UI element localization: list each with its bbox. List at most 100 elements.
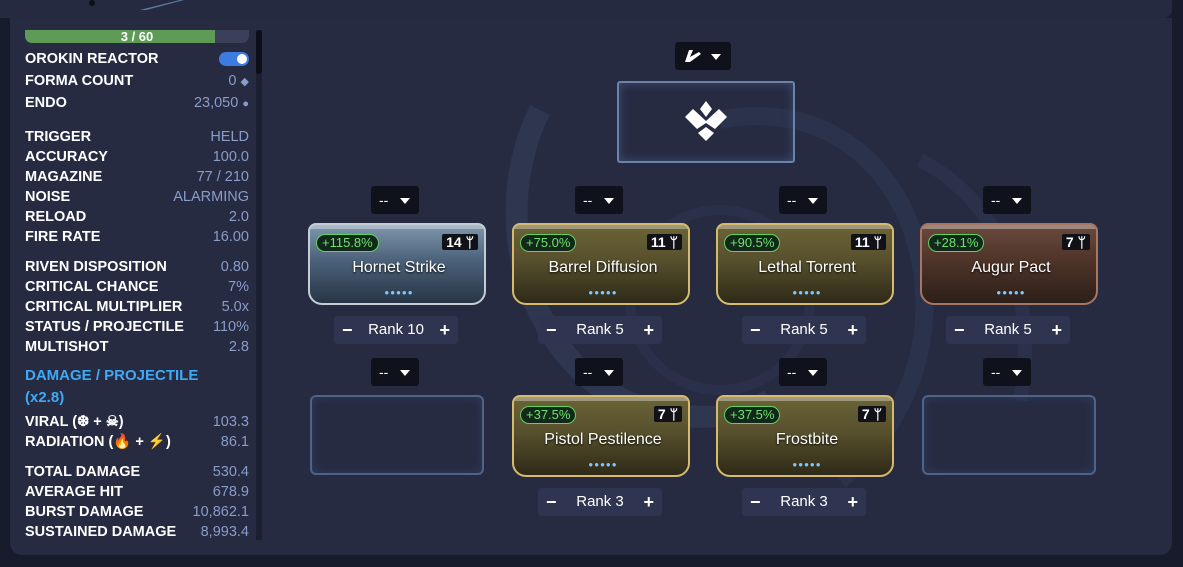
orokin-reactor-row: OROKIN REACTOR [25, 49, 249, 69]
rank-decrease-button[interactable]: − [546, 492, 557, 512]
card-highlight [922, 225, 1096, 229]
weapon-stat-label: FIRE RATE [25, 229, 101, 245]
polarity-icon: ᛘ [669, 234, 678, 250]
scrollbar-thumb[interactable] [256, 30, 262, 74]
polarity-icon: ᛘ [465, 234, 474, 250]
weapon-stat-label: RELOAD [25, 209, 87, 225]
card-highlight [718, 225, 892, 229]
rank-increase-button[interactable]: + [847, 320, 858, 340]
chevron-down-icon [808, 370, 818, 376]
summary-stat-label: BURST DAMAGE [25, 504, 144, 520]
riven-stat-label: MULTISHOT [25, 339, 109, 355]
rank-dots: ●●●●● [588, 288, 618, 297]
chevron-down-icon [808, 198, 818, 204]
polarity-icon: ᛘ [873, 406, 882, 422]
aura-slot[interactable] [617, 81, 795, 163]
summary-stat-value: 10,862.1 [192, 504, 249, 520]
polarity-dropdown[interactable]: -- [779, 186, 827, 214]
rank-decrease-button[interactable]: − [546, 320, 557, 340]
rank-dots: ●●●●● [792, 460, 822, 469]
rank-increase-button[interactable]: + [643, 492, 654, 512]
rank-control: Rank 5 − + [538, 316, 662, 344]
orokin-reactor-toggle[interactable] [219, 52, 249, 66]
rank-control: Rank 3 − + [742, 488, 866, 516]
polarity-value: -- [583, 364, 593, 380]
rank-dots: ●●●●● [996, 288, 1026, 297]
rank-label: Rank 3 [576, 493, 624, 510]
aura-icon [685, 101, 727, 141]
mod-name: Frostbite [775, 431, 839, 448]
summary-stat-label: AVERAGE HIT [25, 484, 124, 500]
mod-name: Barrel Diffusion [548, 259, 658, 276]
riven-stat-value: 5.0x [221, 299, 249, 315]
chevron-down-icon [400, 370, 410, 376]
riven-stat-value: 7% [228, 279, 249, 295]
polarity-dropdown[interactable]: -- [575, 186, 623, 214]
chevron-down-icon [400, 198, 410, 204]
forma-icon: ◆ [240, 76, 249, 88]
rank-label: Rank 10 [368, 321, 424, 338]
weapon-stat-value: 100.0 [212, 149, 249, 165]
rank-decrease-button[interactable]: − [750, 492, 761, 512]
rank-decrease-button[interactable]: − [954, 320, 965, 340]
rank-increase-button[interactable]: + [1051, 320, 1062, 340]
polarity-dropdown[interactable]: -- [575, 358, 623, 386]
mod-bonus-badge: +37.5% [724, 406, 781, 424]
weapon-stat-value: ALARMING [173, 189, 249, 205]
toggle-knob [237, 54, 247, 64]
rank-increase-button[interactable]: + [439, 320, 450, 340]
polarity-icon [685, 50, 701, 62]
mod-drain: 14 ᛘ [442, 234, 478, 250]
mod-bonus-badge: +115.8% [316, 234, 379, 252]
polarity-value: -- [787, 192, 797, 208]
mod-drain: 11 ᛘ [850, 234, 886, 250]
empty-mod-slot[interactable] [922, 395, 1096, 475]
rank-decrease-button[interactable]: − [342, 320, 353, 340]
endo-value: 23,050 ● [193, 95, 249, 111]
top-bar [0, 0, 1172, 18]
stats-scrollbar[interactable] [256, 30, 262, 540]
polarity-value: -- [991, 192, 1001, 208]
capacity-fill [25, 30, 215, 43]
mod-drain: 7 ᛘ [653, 406, 682, 422]
polarity-dropdown[interactable]: -- [983, 358, 1031, 386]
mod-bonus-badge: +28.1% [928, 234, 985, 252]
riven-stat-value: 110% [212, 319, 249, 335]
empty-mod-slot[interactable] [310, 395, 484, 475]
card-highlight [514, 397, 688, 401]
rank-label: Rank 3 [780, 493, 828, 510]
radiation-label: RADIATION (🔥 + ⚡) [25, 434, 171, 450]
summary-stat-label: SUSTAINED DAMAGE [25, 524, 177, 540]
polarity-dropdown[interactable]: -- [371, 358, 419, 386]
weapon-stat-value: 77 / 210 [196, 169, 249, 185]
mod-drain: 11 ᛘ [646, 234, 682, 250]
rank-increase-button[interactable]: + [643, 320, 654, 340]
riven-stat-label: CRITICAL CHANCE [25, 279, 159, 295]
polarity-dropdown[interactable]: -- [371, 186, 419, 214]
polarity-dropdown[interactable]: -- [983, 186, 1031, 214]
polarity-dropdown[interactable]: -- [779, 358, 827, 386]
polarity-icon: ᛘ [669, 406, 678, 422]
aura-polarity-dropdown[interactable] [675, 42, 731, 70]
card-highlight [310, 225, 484, 229]
rank-increase-button[interactable]: + [847, 492, 858, 512]
summary-stat-row: BURST DAMAGE 10,862.1 [25, 502, 249, 522]
rank-label: Rank 5 [576, 321, 624, 338]
rank-decrease-button[interactable]: − [750, 320, 761, 340]
rank-label: Rank 5 [984, 321, 1032, 338]
